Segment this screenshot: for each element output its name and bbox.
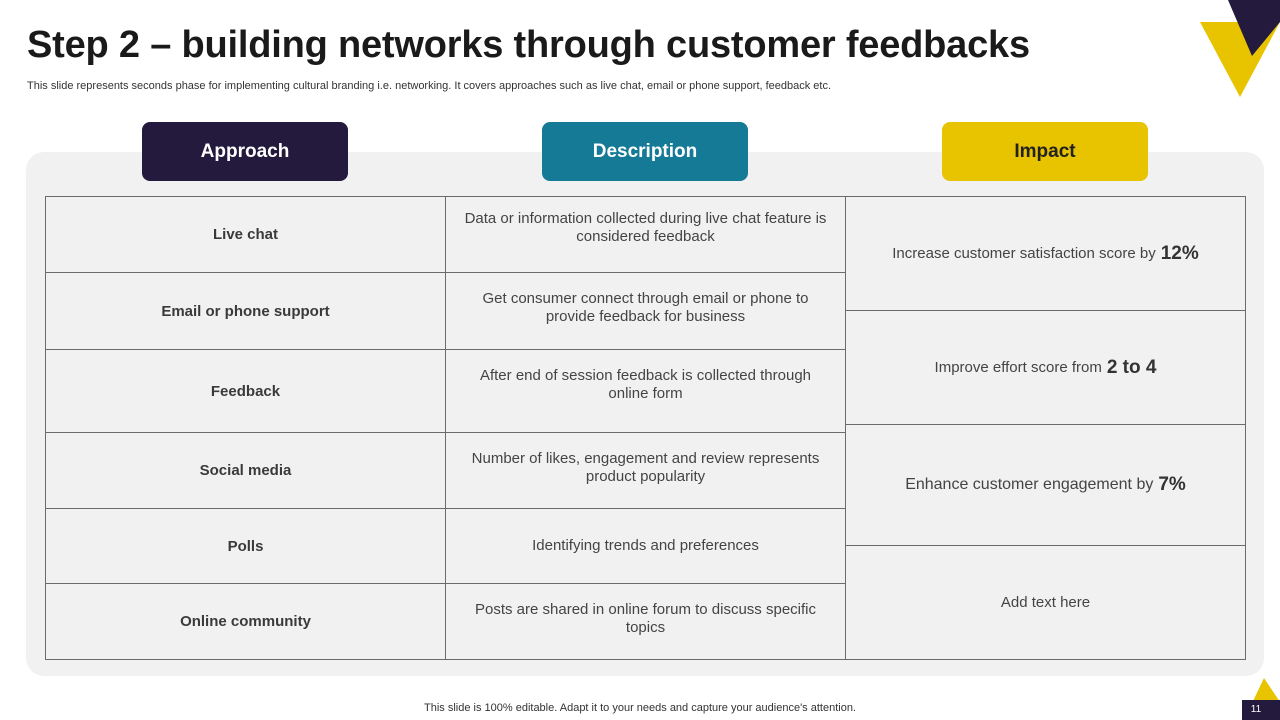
slide-title: Step 2 – building networks through custo…	[27, 24, 1030, 66]
description-text: Data or information collected during liv…	[464, 209, 827, 245]
impact-highlight: 2 to 4	[1106, 356, 1157, 378]
description-cell-polls: Identifying trends and preferences	[446, 509, 846, 584]
impact-highlight: 7%	[1158, 474, 1186, 495]
impact-cell-placeholder: Add text here	[846, 546, 1245, 659]
impact-highlight: 12%	[1160, 242, 1199, 264]
approach-cell-feedback: Feedback	[46, 350, 446, 433]
approach-cell-live-chat: Live chat	[46, 197, 446, 273]
approach-header: Approach	[142, 122, 348, 181]
description-text: Get consumer connect through email or ph…	[482, 290, 809, 325]
description-text: Number of likes, engagement and review r…	[471, 449, 820, 485]
approach-cell-polls: Polls	[46, 509, 446, 584]
description-cell-email-phone: Get consumer connect through email or ph…	[446, 273, 846, 350]
page-number: 11	[1250, 704, 1262, 715]
corner-triangle-decoration	[1200, 0, 1280, 97]
corner-page-decoration	[1242, 678, 1280, 720]
description-text: Posts are shared in online forum to disc…	[475, 600, 816, 636]
description-header: Description	[542, 122, 748, 181]
description-cell-social-media: Number of likes, engagement and review r…	[446, 433, 846, 509]
impact-text: Add text here	[1000, 594, 1091, 611]
approach-cell-email-phone: Email or phone support	[46, 273, 446, 350]
slide-subtitle: This slide represents seconds phase for …	[27, 80, 832, 92]
description-cell-live-chat: Data or information collected during liv…	[446, 197, 846, 273]
description-text: After end of session feedback is collect…	[479, 367, 812, 402]
slide-footer: This slide is 100% editable. Adapt it to…	[424, 702, 856, 714]
impact-text: Improve effort score from	[934, 359, 1102, 376]
description-cell-online-community: Posts are shared in online forum to disc…	[446, 584, 846, 659]
description-text: Identifying trends and preferences	[532, 537, 759, 554]
description-cell-feedback: After end of session feedback is collect…	[446, 350, 846, 433]
impact-text: Enhance customer engagement by	[905, 476, 1154, 493]
approach-table: Live chat Email or phone support Feedbac…	[45, 196, 1246, 660]
impact-text: Increase customer satisfaction score by	[892, 245, 1156, 262]
impact-header: Impact	[942, 122, 1148, 181]
approach-cell-social-media: Social media	[46, 433, 446, 509]
approach-cell-online-community: Online community	[46, 584, 446, 659]
